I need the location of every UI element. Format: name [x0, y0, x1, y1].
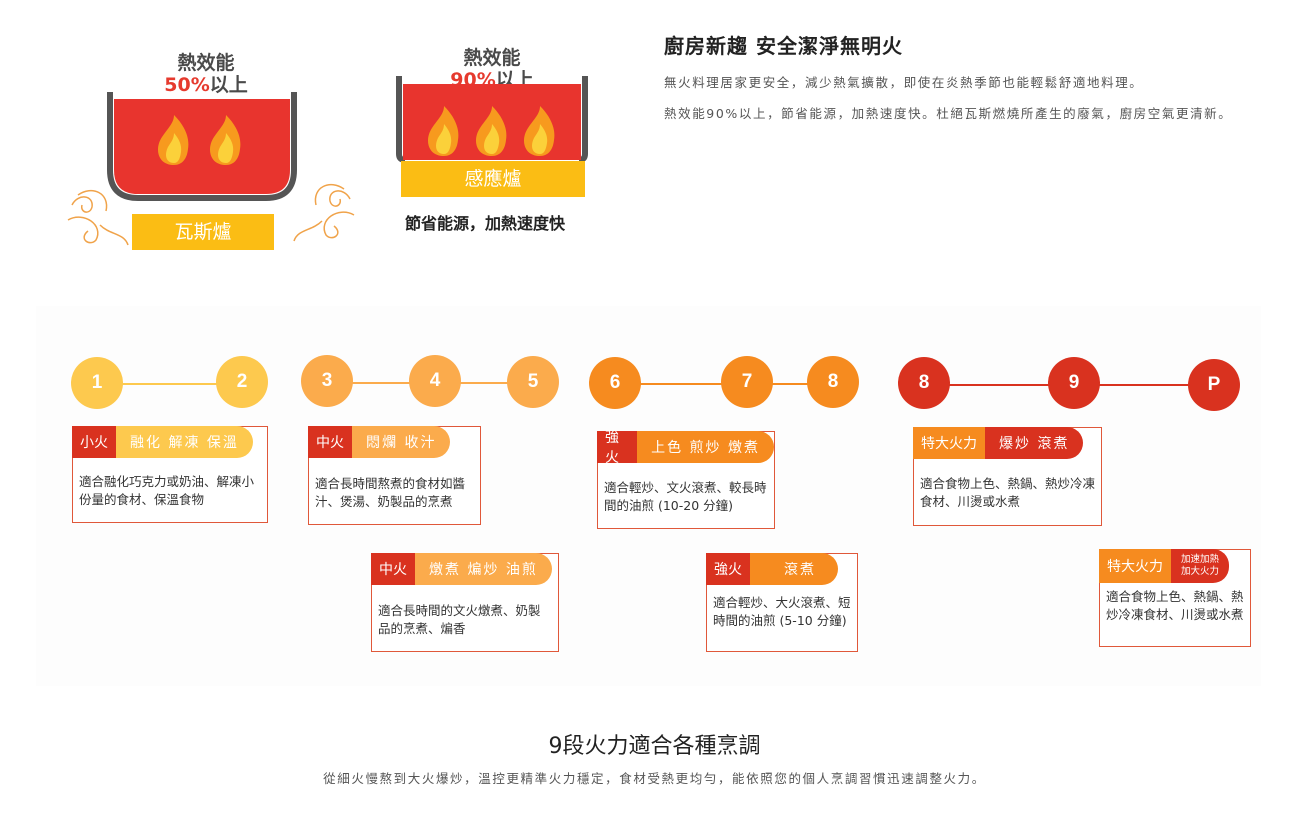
gas-efficiency-title: 熱效能 — [177, 52, 235, 74]
heat-card-uses: 加速加熱 加大火力 — [1171, 549, 1230, 583]
heat-card-head-label: 強火 — [597, 430, 638, 466]
gas-stove-illustration: 熱效能 50%以上 — [66, 40, 356, 260]
level-8b-circle: 8 — [898, 357, 950, 409]
intro-paragraph-1: 無火料理居家更安全，減少熱氣擴散，即使在炎熱季節也能輕鬆舒適地料理。 — [664, 75, 1144, 90]
level-3-circle: 3 — [301, 355, 353, 407]
gas-efficiency-suffix: 以上 — [209, 74, 248, 96]
heat-card-uses-line-1: 加速加熱 — [1181, 554, 1220, 565]
heat-card-header: 中火 燉煮 煸炒 油煎 — [371, 553, 552, 585]
heat-card-header: 小火 融化 解凍 保溫 — [72, 426, 253, 458]
pot-flame-icon — [158, 115, 241, 165]
heat-card-strong-2: 強火 滾煮 適合輕炒、大火滾煮、短時間的油煎 (5-10 分鐘) — [706, 553, 858, 652]
induction-pot-icon — [396, 76, 588, 163]
heat-card-uses: 融化 解凍 保溫 — [116, 426, 253, 458]
heat-card-header: 中火 悶爛 收汁 — [308, 426, 451, 458]
heat-card-strong-1: 強火 上色 煎炒 燉煮 適合輕炒、文火滾煮、較長時間的油煎 (10-20 分鐘) — [597, 430, 775, 529]
heat-card-max-boost: 特大火力 加速加熱 加大火力 適合食物上色、熱鍋、熱炒冷凍食材、川燙或水煮 — [1099, 549, 1251, 647]
heat-card-medium-1: 中火 悶爛 收汁 適合長時間熬煮的食材如醬汁、煲湯、奶製品的烹煮 — [308, 426, 481, 525]
heat-swirl-icon — [67, 184, 355, 246]
pot-flame-icon — [428, 106, 555, 156]
heat-card-header: 強火 上色 煎炒 燉煮 — [597, 430, 774, 466]
heat-card-head-label: 中火 — [308, 426, 352, 458]
level-1-circle: 1 — [71, 357, 123, 409]
heat-card-description: 適合食物上色、熱鍋、熱炒冷凍食材、川燙或水煮 — [1106, 589, 1244, 622]
gas-efficiency-percent: 50% — [164, 74, 210, 96]
gas-efficiency-value: 50%以上 — [136, 70, 276, 97]
heat-card-low: 小火 融化 解凍 保溫 適合融化巧克力或奶油、解凍小份量的食材、保溫食物 — [72, 426, 268, 523]
level-7-circle: 7 — [721, 356, 773, 408]
heat-card-description: 適合長時間的文火燉煮、奶製品的烹煮、煸香 — [378, 603, 541, 636]
heat-card-medium-2: 中火 燉煮 煸炒 油煎 適合長時間的文火燉煮、奶製品的烹煮、煸香 — [371, 553, 559, 652]
heat-card-max-1: 特大火力 爆炒 滾煮 適合食物上色、熱鍋、熱炒冷凍食材、川燙或水煮 — [913, 427, 1102, 526]
level-6-circle: 6 — [589, 357, 641, 409]
section-title: 9段火力適合各種烹調 — [548, 734, 761, 759]
level-8-circle: 8 — [807, 356, 859, 408]
level-9-circle: 9 — [1048, 357, 1100, 409]
induction-stove-illustration: 熱效能 90%以上 感應爐 — [392, 38, 592, 238]
heat-card-head-label: 小火 — [72, 426, 116, 458]
intro-paragraph-2: 熱效能90%以上，節省能源，加熱速度快。杜絕瓦斯燃燒所產生的廢氣，廚房空氣更清新… — [664, 106, 1233, 121]
heat-card-description: 適合長時間熬煮的食材如醬汁、煲湯、奶製品的烹煮 — [315, 476, 466, 509]
heat-card-uses-line-2: 加大火力 — [1181, 566, 1220, 577]
heat-card-uses: 悶爛 收汁 — [352, 426, 451, 458]
heat-card-description: 適合食物上色、熱鍋、熱炒冷凍食材、川燙或水煮 — [920, 476, 1096, 509]
heat-card-uses: 燉煮 煸炒 油煎 — [415, 553, 552, 585]
heat-card-description: 適合融化巧克力或奶油、解凍小份量的食材、保溫食物 — [79, 474, 255, 507]
heat-card-uses: 滾煮 — [750, 553, 838, 585]
level-2-circle: 2 — [216, 356, 268, 408]
heat-card-head-label: 強火 — [706, 553, 750, 585]
induction-stove-tag: 感應爐 — [401, 161, 585, 197]
level-track-1-2 — [110, 383, 250, 385]
heat-card-uses: 爆炒 滾煮 — [985, 427, 1084, 459]
level-4-circle: 4 — [409, 355, 461, 407]
gas-stove-tag: 瓦斯爐 — [132, 214, 274, 250]
induction-efficiency-title: 熱效能 — [463, 47, 521, 69]
level-p-circle: P — [1188, 359, 1240, 411]
heat-card-head-label: 特大火力 — [1099, 549, 1171, 583]
level-5-circle: 5 — [507, 356, 559, 408]
section-subtitle: 從細火慢熬到大火爆炒，溫控更精準火力穩定，食材受熱更均勻，能依照您的個人烹調習慣… — [323, 771, 986, 786]
heat-card-header: 特大火力 爆炒 滾煮 — [913, 427, 1084, 459]
heat-card-head-label: 中火 — [371, 553, 415, 585]
heat-card-header: 強火 滾煮 — [706, 553, 838, 585]
heat-card-description: 適合輕炒、大火滾煮、短時間的油煎 (5-10 分鐘) — [713, 595, 851, 628]
heat-card-uses: 上色 煎炒 燉煮 — [637, 431, 774, 463]
intro-title: 廚房新趨 安全潔淨無明火 — [664, 34, 903, 58]
induction-caption: 節省能源，加熱速度快 — [405, 214, 566, 233]
heat-card-header: 特大火力 加速加熱 加大火力 — [1099, 549, 1230, 583]
heat-card-head-label: 特大火力 — [913, 427, 985, 459]
heat-card-description: 適合輕炒、文火滾煮、較長時間的油煎 (10-20 分鐘) — [604, 480, 767, 513]
